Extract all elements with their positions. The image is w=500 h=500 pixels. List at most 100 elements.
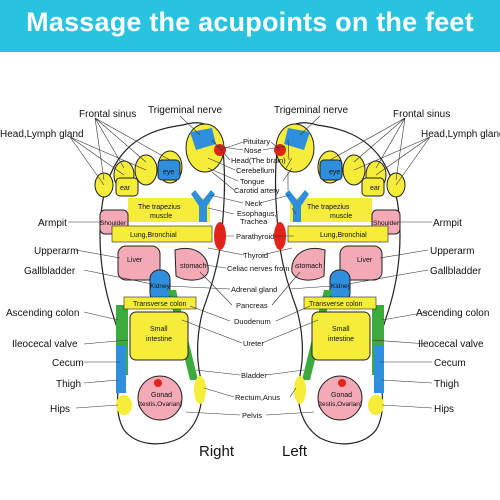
left-stomach-label: stomach [296, 263, 323, 270]
left-transverse-colon-zone [303, 296, 377, 310]
left-trapezius-label-1: The trapezius [307, 204, 350, 211]
left-foot [274, 122, 406, 445]
right-small-intestine-label-2: intestine [146, 336, 172, 343]
right-stomach-zone [174, 248, 209, 281]
left-gonad-label-2: (testis,Ovarian) [318, 401, 362, 408]
label-frontal-sinus-right: Frontal sinus [79, 109, 136, 120]
label-gallbladder-left: Gallbladder [430, 266, 482, 277]
label-neck: Neck [245, 199, 262, 208]
right-foot-caption: Right [199, 443, 235, 460]
left-gonad-zone [317, 375, 363, 421]
left-trapezius-zone [290, 198, 372, 222]
label-head-brain: Head(The brain) [231, 156, 286, 165]
foot-reflexology-diagram: eye ear The trapezius muscle Shoulder Lu… [0, 105, 500, 460]
left-eye-label: eye [329, 169, 340, 176]
left-liver-zone [339, 245, 383, 281]
left-small-intestine-zone [311, 311, 371, 361]
left-rectum-zone [294, 376, 306, 404]
right-trapezius-zone [128, 198, 210, 222]
label-nose: Nose [244, 146, 262, 155]
right-liver-label: Liver [127, 257, 143, 264]
left-esophagus-zone [285, 190, 309, 222]
label-rectum: Rectum,Anus [235, 393, 280, 402]
right-eye-zone [157, 159, 181, 181]
left-small-intestine-label-2: intestine [328, 336, 354, 343]
label-trigeminal-nerve-left: Trigeminal nerve [274, 105, 349, 116]
right-parathyroid-dot [214, 222, 226, 250]
left-small-intestine-label-1: Small [332, 326, 350, 333]
right-stomach-label: stomach [180, 263, 207, 270]
label-adrenal: Adrenal gland [231, 285, 277, 294]
label-pituitary: Pituitary [243, 137, 270, 146]
left-eye-zone [319, 159, 343, 181]
center-labels: Pituitary Nose Head(The brain) Cerebellu… [227, 137, 290, 420]
right-thigh-zone [116, 345, 126, 393]
right-gonad-zone [137, 375, 183, 421]
label-ileocecal-valve-right: Ileocecal valve [12, 339, 78, 350]
label-pelvis: Pelvis [242, 411, 262, 420]
left-hips-zone [368, 395, 384, 415]
right-trapezius-label-2: muscle [150, 213, 172, 220]
label-gallbladder-right: Gallbladder [24, 266, 76, 277]
label-thyroid: Thyroid [243, 251, 268, 260]
label-bladder: Bladder [241, 371, 267, 380]
label-upperarm-right: Upperarm [34, 246, 78, 257]
right-zone-labels: eye ear The trapezius muscle Shoulder Lu… [100, 169, 207, 408]
label-upperarm-left: Upperarm [430, 246, 474, 257]
label-ascending-colon-left: Ascending colon [416, 308, 489, 319]
right-esophagus-zone [191, 190, 215, 222]
label-trigeminal-nerve-right: Trigeminal nerve [148, 105, 223, 116]
label-thigh-right: Thigh [56, 379, 81, 390]
right-foot [94, 122, 226, 445]
outer-labels-left: Frontal sinus Trigeminal nerve Head,Lymp… [0, 105, 223, 415]
left-thigh-zone [374, 345, 384, 393]
left-lung-label: Lung,Bronchial [320, 232, 367, 239]
right-gonad-label-2: (testis,Ovarian) [138, 401, 182, 408]
left-ear-zone [361, 177, 385, 197]
right-liver-zone [117, 245, 161, 281]
right-eye-label: eye [163, 169, 174, 176]
label-esophagus: Esophagus, [237, 209, 277, 218]
label-thigh-left: Thigh [434, 379, 459, 390]
left-foot-caption: Left [282, 443, 308, 460]
label-pancreas: Pancreas [236, 301, 268, 310]
label-trachea: Trachea [240, 217, 268, 226]
right-transverse-colon-zone [123, 296, 197, 310]
right-transverse-colon-label: Transverse colon [133, 301, 187, 308]
label-celiac: Celiac nerves from [227, 264, 290, 273]
left-gonad-label-1: Gonad [331, 392, 352, 399]
right-brain-zone [190, 128, 216, 150]
left-shoulder-label: Shoulder [373, 220, 400, 227]
page-title: Massage the acupoints on the feet [26, 7, 474, 37]
left-lung-zone [287, 225, 389, 243]
label-tongue: Tongue [240, 177, 265, 186]
left-zone-labels: eye ear The trapezius muscle Shoulder Lu… [296, 169, 400, 408]
right-small-intestine-label-1: Small [150, 326, 168, 333]
right-lung-zone [111, 225, 213, 243]
left-gonad-dot [338, 379, 346, 387]
label-armpit-right: Armpit [38, 218, 67, 229]
right-small-intestine-zone [129, 311, 189, 361]
label-hips-right: Hips [50, 404, 70, 415]
label-duodenum: Duodenum [234, 317, 271, 326]
label-ascending-colon-right: Ascending colon [6, 308, 79, 319]
right-ear-label: ear [120, 185, 131, 192]
label-carotid-artery: Carotid artery [234, 186, 280, 195]
title-banner [0, 0, 500, 52]
right-trapezius-label-1: The trapezius [138, 204, 181, 211]
label-ileocecal-valve-left: Ileocecal valve [418, 339, 484, 350]
label-cecum-right: Cecum [52, 358, 84, 369]
leader-lines [68, 115, 433, 416]
left-trapezius-label-2: muscle [330, 213, 352, 220]
left-ear-label: ear [370, 185, 381, 192]
label-ureter: Ureter [243, 339, 264, 348]
left-kidney-label: Kidney [331, 283, 352, 290]
label-head-lymph-left: Head,Lymph gland [421, 129, 500, 140]
right-gonad-label-1: Gonad [151, 392, 172, 399]
label-hips-left: Hips [434, 404, 454, 415]
label-head-lymph-right: Head,Lymph gland [0, 129, 84, 140]
left-brain-zone [284, 128, 310, 150]
right-ear-zone [115, 177, 139, 197]
right-gonad-dot [154, 379, 162, 387]
label-armpit-left: Armpit [433, 218, 462, 229]
